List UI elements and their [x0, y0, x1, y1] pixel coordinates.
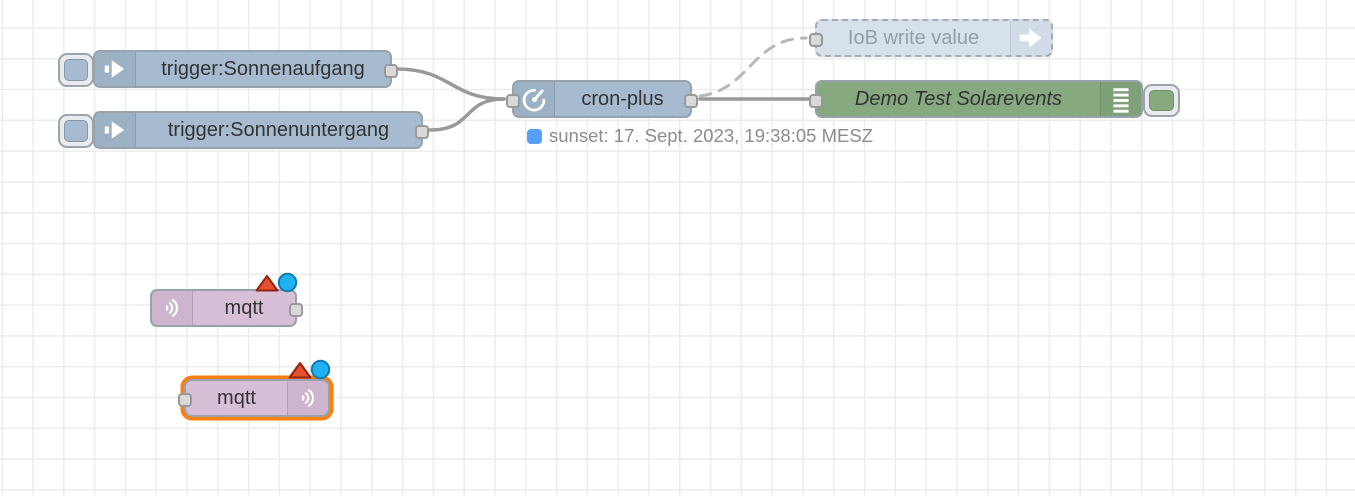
input-port[interactable]: [178, 393, 192, 407]
debug-list-icon: [1100, 82, 1141, 116]
node-label: cron-plus: [581, 87, 664, 110]
status-dot-icon: [527, 128, 542, 144]
node-label: Demo Test Solarevents: [854, 87, 1063, 110]
error-triangle-icon: [288, 362, 312, 379]
changed-dot-icon: [310, 359, 331, 380]
signal-waves-icon: [152, 291, 193, 325]
input-port[interactable]: [809, 94, 823, 108]
node-inject-sunset[interactable]: trigger:Sonnenuntergang: [58, 111, 429, 149]
node-label: trigger:Sonnenaufgang: [161, 57, 365, 80]
wire-sunrise-to-cron[interactable]: [394, 67, 506, 101]
arrow-right-icon: [1010, 21, 1051, 55]
output-port[interactable]: [384, 64, 398, 78]
debug-toggle-face: [1149, 90, 1174, 111]
inject-button[interactable]: [58, 53, 94, 87]
wire-sunset-to-cron[interactable]: [428, 97, 506, 132]
node-mqtt-in[interactable]: mqtt: [150, 272, 303, 327]
node-label: mqtt: [224, 296, 264, 319]
timer-icon: [514, 82, 555, 116]
output-port[interactable]: [289, 303, 303, 317]
node-inject-sunrise[interactable]: trigger:Sonnenaufgang: [58, 50, 398, 88]
node-debug-solarevents[interactable]: Demo Test Solarevents: [809, 80, 1180, 118]
node-label: mqtt: [217, 386, 256, 409]
output-port[interactable]: [415, 125, 429, 139]
node-mqtt-out[interactable]: mqtt: [178, 359, 331, 417]
inject-button[interactable]: [58, 114, 94, 148]
inject-arrow-icon: [95, 113, 136, 147]
node-label: trigger:Sonnenuntergang: [167, 118, 390, 141]
node-label: IoB write value: [847, 26, 980, 49]
changed-dot-icon: [277, 272, 298, 293]
debug-toggle-button[interactable]: [1143, 84, 1180, 117]
input-port[interactable]: [506, 94, 520, 108]
wire-cron-to-iob-disabled[interactable]: [698, 36, 808, 98]
node-iob-write-value[interactable]: IoB write value: [809, 19, 1053, 57]
inject-button-face: [64, 59, 88, 81]
input-port[interactable]: [809, 33, 823, 47]
node-status: sunset: 17. Sept. 2023, 19:38:05 MESZ: [527, 125, 873, 147]
inject-button-face: [64, 120, 88, 142]
status-text: sunset: 17. Sept. 2023, 19:38:05 MESZ: [549, 125, 873, 146]
error-triangle-icon: [255, 275, 279, 292]
output-port[interactable]: [684, 94, 698, 108]
signal-waves-icon: [287, 381, 328, 415]
node-cron-plus[interactable]: cron-plus: [506, 80, 698, 118]
inject-arrow-icon: [95, 52, 136, 86]
